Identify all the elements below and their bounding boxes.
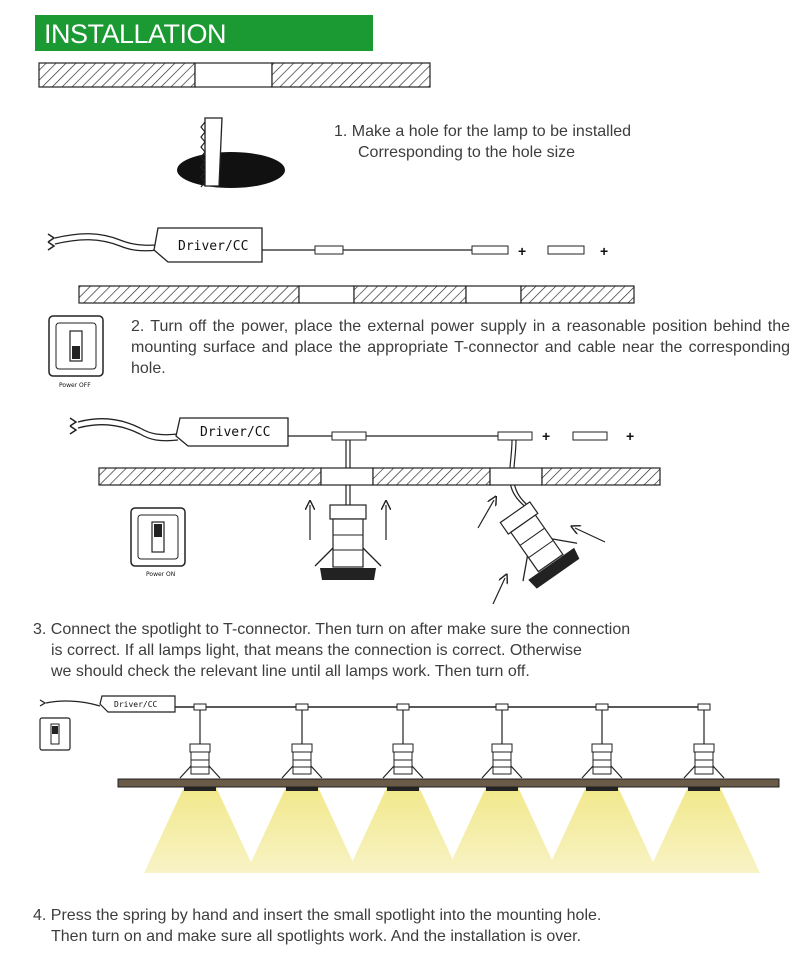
power-off-label: Power OFF <box>59 382 91 389</box>
driver-label-small: Driver/CC <box>114 700 158 709</box>
light-beam <box>648 787 760 873</box>
ceiling-panel-3 <box>98 467 661 486</box>
insert-arrows <box>310 505 386 540</box>
step-1-line-1: 1. Make a hole for the lamp to be instal… <box>334 123 632 140</box>
light-beam <box>546 787 658 873</box>
driver-label: Driver/CC <box>178 239 248 254</box>
step-4-text: 4. Press the spring by hand and insert t… <box>33 905 773 947</box>
spotlight-icon <box>179 703 221 791</box>
light-beam <box>144 787 256 873</box>
step-4-line-1: 4. Press the spring by hand and insert t… <box>33 907 602 924</box>
spotlight-icon <box>683 703 725 791</box>
step-3-line-2: is correct. If all lamps light, that mea… <box>51 642 582 659</box>
tilt-arrows <box>477 500 606 605</box>
plus-sign: + <box>626 428 634 444</box>
light-beams <box>144 787 760 873</box>
plus-sign: + <box>518 243 526 259</box>
plus-sign: + <box>600 243 608 259</box>
page-title: INSTALLATION <box>35 15 373 51</box>
step-1-text: 1. Make a hole for the lamp to be instal… <box>334 121 754 163</box>
driver-label: Driver/CC <box>200 425 270 440</box>
power-switch-off-icon <box>48 315 104 377</box>
power-switch-on-icon <box>130 507 186 567</box>
ceiling-panel-2 <box>78 285 635 304</box>
spotlight-icon <box>314 504 382 580</box>
step-3-line-1: 3. Connect the spotlight to T-connector.… <box>33 621 631 638</box>
hole-saw-icon <box>177 117 285 188</box>
power-switch-small-icon <box>39 717 71 751</box>
light-beam <box>446 787 558 873</box>
step-2-text: 2. Turn off the power, place the externa… <box>131 318 790 377</box>
light-beam <box>246 787 358 873</box>
spotlight-icon <box>481 703 523 791</box>
spotlight-icon <box>281 703 323 791</box>
step-4-line-2: Then turn on and make sure all spotlight… <box>51 928 582 945</box>
ceiling-panel-1 <box>38 62 431 88</box>
power-on-label: Power ON <box>146 571 175 578</box>
ceiling-panel-4 <box>117 778 780 788</box>
step-1-line-2: Corresponding to the hole size <box>358 144 576 161</box>
driver-wiring-2 <box>47 227 585 263</box>
step-3-line-3: we should check the relevant line until … <box>51 663 530 680</box>
plus-sign: + <box>542 428 550 444</box>
driver-wiring-4 <box>39 695 700 713</box>
spotlight-row <box>179 703 725 791</box>
spotlight-icon <box>382 703 424 791</box>
driver-wiring-3 <box>69 417 608 511</box>
spotlight-tilted-icon <box>499 501 580 589</box>
spotlight-icon <box>581 703 623 791</box>
light-beam <box>347 787 459 873</box>
step-3-text: 3. Connect the spotlight to T-connector.… <box>33 619 773 682</box>
